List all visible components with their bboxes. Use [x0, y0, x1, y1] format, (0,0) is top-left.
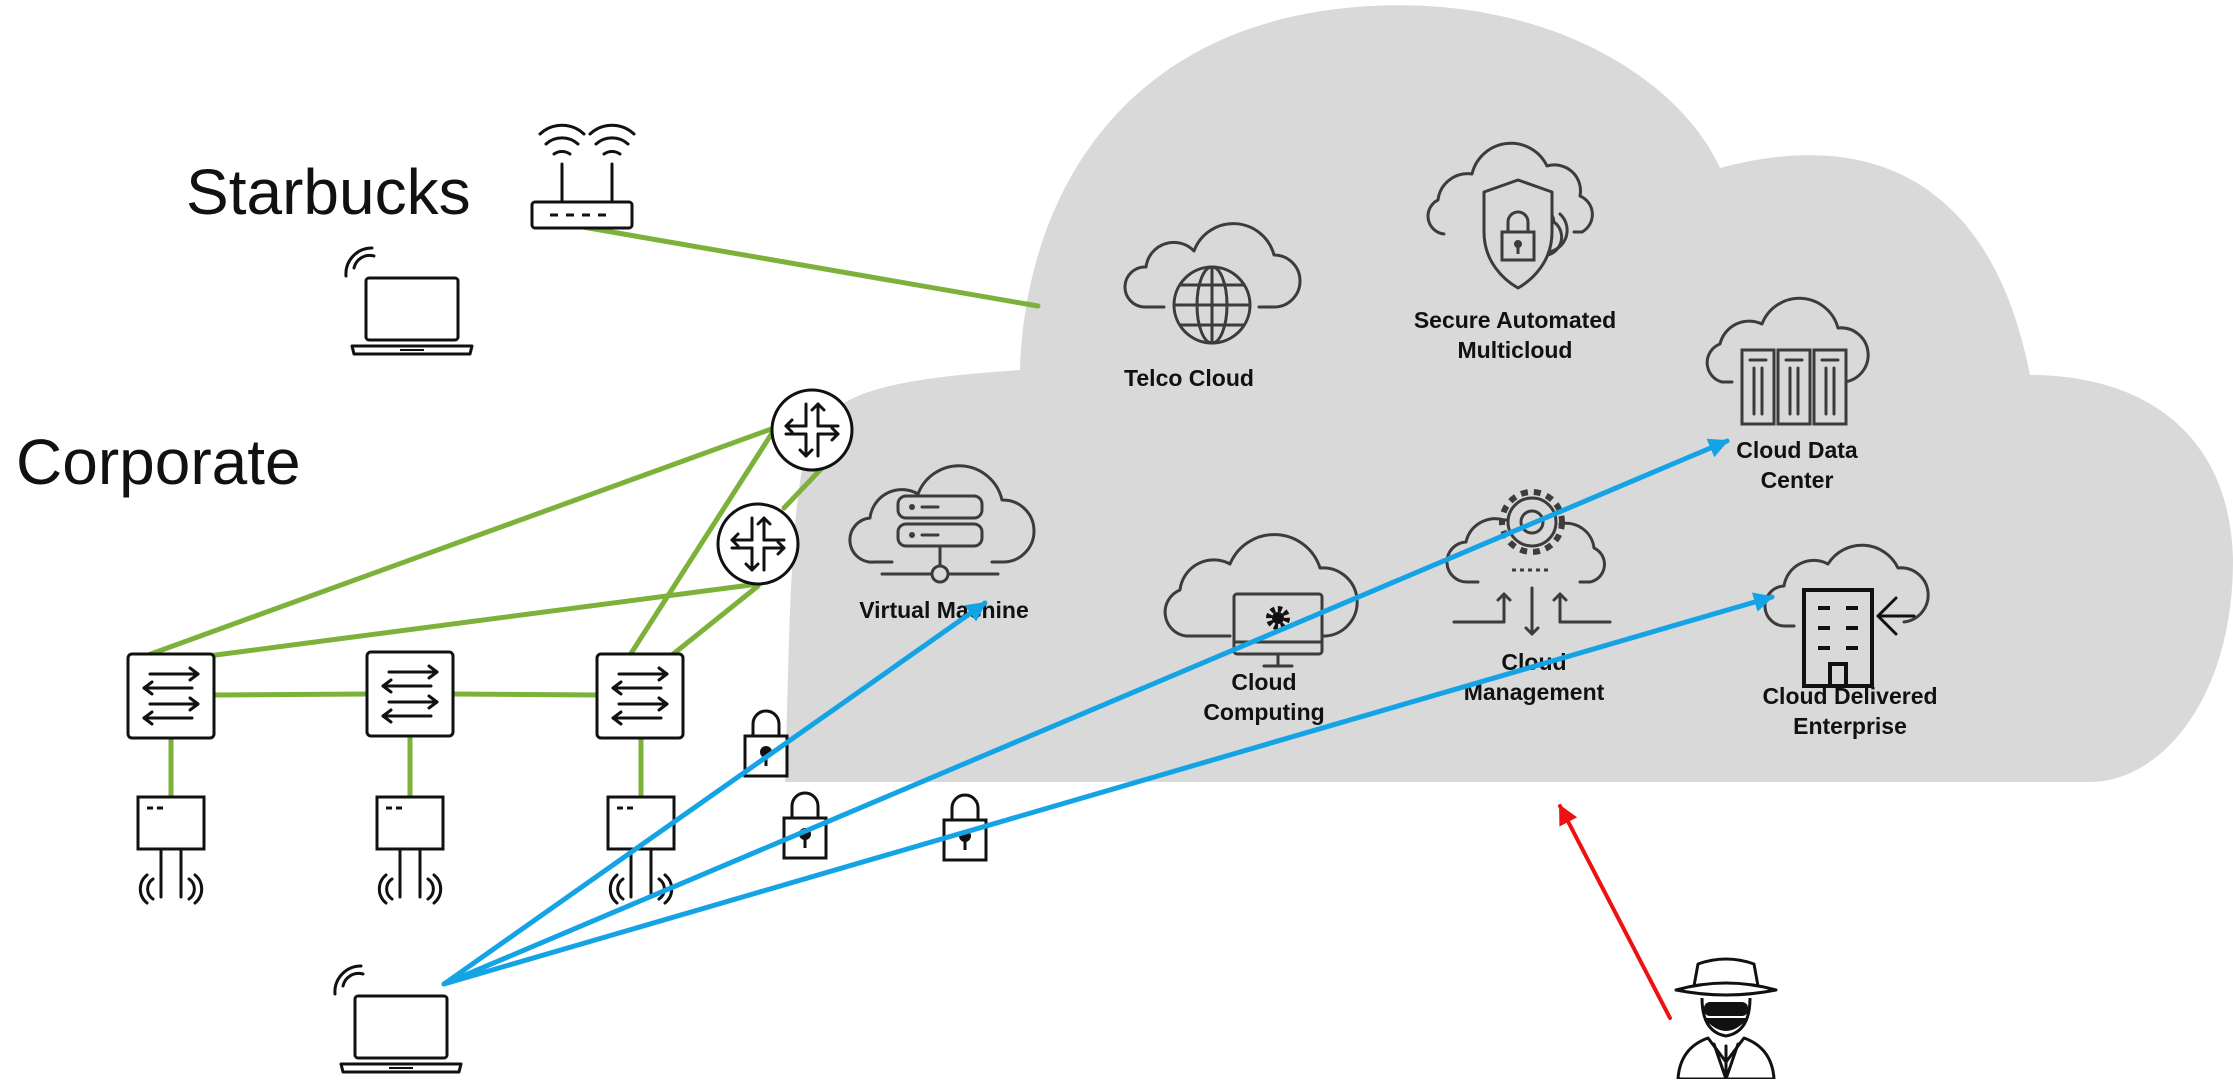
- cloud-data-center-label-1: Cloud Data: [1736, 437, 1858, 463]
- access-point-icon: [136, 795, 206, 905]
- link-router2-router1: [781, 465, 825, 511]
- attack-arrow: [1558, 804, 1672, 1020]
- router-icon: [716, 502, 800, 586]
- access-point-icon: [606, 795, 676, 905]
- link-switch1-router1: [145, 425, 777, 658]
- green-links: [145, 224, 1041, 801]
- router-icon: [770, 388, 854, 472]
- virtual-machine-label: Virtual Machine: [859, 597, 1029, 623]
- virtual-machine-icon: [848, 464, 1036, 584]
- tunnel-virtual-machine: [441, 600, 988, 987]
- access-point-icon: [375, 795, 445, 905]
- telco-cloud-label: Telco Cloud: [1124, 365, 1254, 391]
- corporate-laptop-icon: [333, 964, 463, 1074]
- secure-multicloud-label-2: Multicloud: [1458, 337, 1573, 363]
- switch-icon: [365, 650, 455, 738]
- wifi-router-icon: [530, 123, 636, 230]
- tunnel-cloud-data-center: [441, 438, 1730, 987]
- telco-cloud-icon: [1123, 222, 1302, 345]
- corporate-label: Corporate: [16, 426, 301, 498]
- link-switch1-switch2: [211, 691, 371, 698]
- cloud-data-center-label-2: Center: [1761, 467, 1834, 493]
- link-switch2-switch3: [449, 691, 601, 698]
- cloud-management-label-2: Management: [1464, 679, 1605, 705]
- tunnel-cloud-delivered-enterprise: [441, 592, 1775, 987]
- cloud-delivered-label-2: Enterprise: [1793, 713, 1907, 739]
- link-switch1-router2: [205, 581, 761, 659]
- cloud-delivered-enterprise-icon: [1763, 543, 1930, 688]
- link-switch3-router2: [669, 583, 761, 658]
- cloud-delivered-label-1: Cloud Delivered: [1762, 683, 1937, 709]
- switch-icon: [126, 652, 216, 740]
- cloud-computing-label-2: Computing: [1203, 699, 1324, 725]
- starbucks-uplink: [580, 224, 1041, 309]
- cloud-data-center-icon: [1705, 296, 1870, 426]
- cloud-background: [785, 5, 2233, 782]
- secure-tunnels: [441, 438, 1775, 987]
- starbucks-label: Starbucks: [186, 156, 471, 228]
- secure-multicloud-icon: [1426, 141, 1594, 290]
- link-switch3-router1: [627, 427, 777, 658]
- cloud-computing-label-1: Cloud: [1231, 669, 1296, 695]
- secure-multicloud-label-1: Secure Automated: [1414, 307, 1616, 333]
- hacker-icon: [1674, 957, 1778, 1081]
- starbucks-laptop-icon: [344, 246, 474, 356]
- switch-icon: [595, 652, 685, 740]
